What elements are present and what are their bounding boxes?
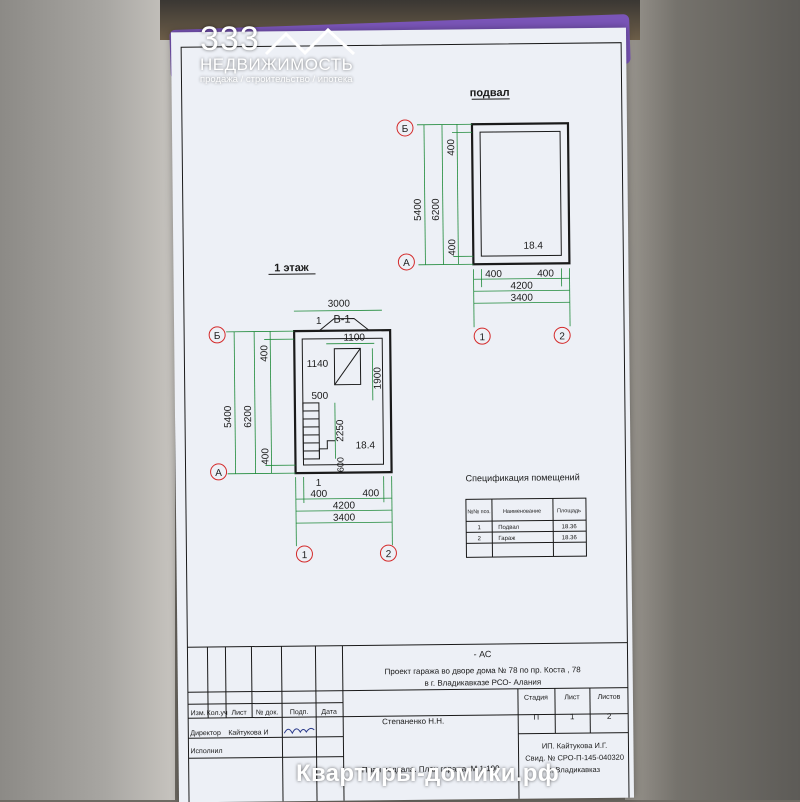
basement-dim-4200: 4200 (510, 281, 533, 292)
stamp-project-line2: в г. Владикавказе РСО- Алания (424, 678, 541, 688)
spec-row-1-pos: 1 (477, 525, 481, 531)
floor1-dim-1140: 1140 (307, 359, 329, 370)
basement-plan: подвал 18.4 5400 6200 400 400 Б А (397, 86, 571, 345)
stamp-signature (284, 728, 314, 733)
stamp-sheets: 2 (607, 712, 612, 721)
stamp-col-date: Дата (321, 709, 337, 716)
background-left-blur (0, 0, 175, 800)
floor1-axis-2-label: 2 (386, 549, 392, 560)
spec-row-2-name: Гараж (498, 536, 515, 542)
floor1-axis-1-label: 1 (302, 550, 308, 561)
background-right-blur (625, 0, 800, 800)
basement-title: подвал (470, 87, 510, 99)
basement-dim-bot-400: 400 (447, 239, 458, 256)
basement-inner-wall (480, 131, 561, 256)
stamp-col-list: Лист (231, 710, 247, 717)
floor1-axis-a-label: А (215, 468, 222, 479)
basement-dim-left-400: 400 (485, 269, 502, 280)
basement-area: 18.4 (523, 241, 543, 252)
floor-plan-drawing: .ink { stroke: #1a1a1a; fill: none; stro… (171, 28, 634, 802)
floor1-dim-left-400: 400 (310, 489, 327, 500)
basement-axis-2-label: 2 (559, 331, 565, 342)
spec-row-2-area: 18.36 (562, 535, 578, 541)
basement-dim-top-400: 400 (446, 139, 457, 156)
floor1-dim-3000: 3000 (328, 299, 351, 310)
stamp-stage: П (533, 713, 539, 722)
watermark-bottom-text: Квартиры-домики.рф (296, 760, 559, 788)
floor1-dim-2250: 2250 (335, 419, 346, 442)
floor1-dim-4200: 4200 (333, 500, 356, 511)
spec-header-pos: №№ поз. (467, 509, 491, 515)
floor1-title: 1 этаж (274, 262, 309, 274)
floor1-dim-1900: 1900 (372, 367, 383, 390)
stamp-project-line1: Проект гаража во дворе дома № 78 по пр. … (385, 665, 582, 676)
floor1-dim-600: 600 (335, 457, 345, 472)
stamp-role2: Исполнил (190, 748, 222, 755)
basement-outer-wall (472, 123, 569, 264)
spec-table: Спецификация помещений №№ поз. Наименова… (466, 472, 587, 557)
spec-header-area: Площадь (557, 508, 581, 514)
basement-dim-3400: 3400 (511, 293, 534, 304)
floor1-dim-1100: 1100 (343, 332, 365, 343)
basement-dim-6200: 6200 (431, 198, 442, 221)
basement-dim-5400: 5400 (413, 198, 424, 221)
stamp-person: Степаненко Н.Н. (382, 717, 444, 727)
spec-row-1-name: Подвал (498, 525, 520, 531)
drawing-sheet: .ink { stroke: #1a1a1a; fill: none; stro… (171, 28, 634, 802)
floor1-dim-500: 500 (311, 391, 328, 402)
stamp-col-kol: Кол.уч (207, 710, 228, 717)
stamp-role1: Директор (190, 730, 221, 737)
watermark-logo-number: 333 (200, 22, 260, 56)
spec-row-1-area: 18.36 (562, 524, 578, 530)
stamp-hdr-sheet: Лист (564, 694, 580, 701)
floor1-dim-6200: 6200 (243, 405, 254, 428)
spec-title: Спецификация помещений (466, 472, 580, 483)
basement-axis-a-label: А (403, 258, 410, 269)
floor1-gate-label: В-1 (333, 314, 350, 326)
floor1-section-mark-top: 1 (316, 316, 322, 327)
stamp-hdr-sheets: Листов (598, 694, 621, 701)
house-roof-icon (264, 26, 356, 56)
floor1-section-mark-bottom: 1 (316, 478, 322, 489)
floor1-axis-b-label: Б (214, 331, 221, 342)
stamp-name1: Кайтукова И (228, 728, 268, 736)
floor1-dim-5400: 5400 (223, 405, 234, 428)
stamp-col-sign: Подп. (290, 709, 309, 716)
basement-dim-right-400: 400 (537, 268, 554, 279)
stamp-sheet: 1 (570, 712, 575, 721)
floor1-dim-3400: 3400 (333, 512, 356, 523)
spec-header-name: Наименование (503, 509, 541, 515)
basement-axis-b-label: Б (402, 124, 409, 135)
floor1-area: 18.4 (356, 440, 376, 451)
watermark-tagline: продажа / строительство / ипотека (200, 74, 356, 85)
watermark-logo: 333 НЕДВИЖИМОСТЬ продажа / строительство… (200, 22, 356, 85)
stamp-col-doc: № док. (256, 709, 279, 716)
spec-row-2-pos: 2 (478, 536, 482, 542)
stamp-org-line1: ИП. Кайтукова И.Г. (542, 741, 607, 751)
stamp-code: - АС (474, 649, 492, 659)
floor1-dim-top-400: 400 (259, 345, 270, 362)
floor1-dim-right-400: 400 (362, 488, 379, 499)
watermark-logo-name: НЕДВИЖИМОСТЬ (200, 56, 356, 74)
stamp-hdr-stage: Стадия (524, 694, 548, 701)
floor1-dim-bot-400: 400 (260, 448, 271, 465)
stamp-col-izm: Изм. (191, 710, 206, 717)
basement-axis-1-label: 1 (479, 332, 485, 343)
floor1-outer-wall (294, 330, 391, 473)
floor1-plan: 1 этаж 3000 1 В-1 1100 114 (208, 261, 396, 563)
